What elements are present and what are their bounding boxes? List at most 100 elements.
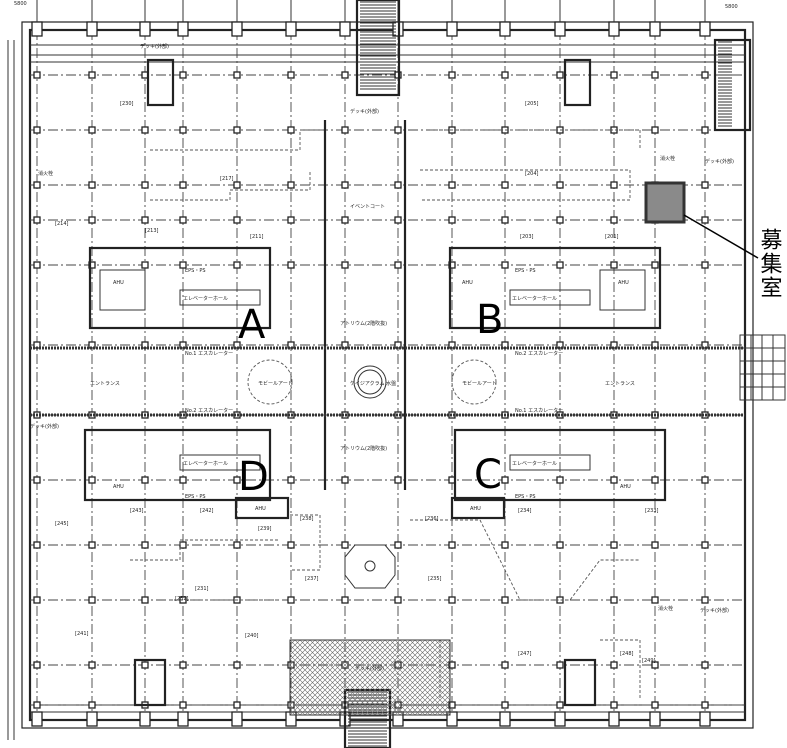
sculpture-label-east: モビールアート <box>462 380 497 387</box>
deck-label-right: デッキ(外部) <box>705 158 734 165</box>
stair-top-left <box>146 58 175 107</box>
column <box>501 701 509 709</box>
recruitment-room-annotation: 募集室 <box>757 228 783 300</box>
room-number: [230] <box>120 101 133 107</box>
room-labels: デッキ(外部) デッキ(外部) デッキ(外部) デッキ(外部) デッキ(外部) … <box>30 43 734 672</box>
column <box>33 181 41 189</box>
column <box>141 261 149 269</box>
column <box>701 596 709 604</box>
facade-pier <box>446 711 458 727</box>
column <box>141 541 149 549</box>
central-atrium <box>30 120 745 589</box>
column <box>341 596 349 604</box>
fire-hydrant-label-west: 消火栓 <box>38 170 53 177</box>
column <box>394 181 402 189</box>
column <box>88 541 96 549</box>
column <box>610 596 618 604</box>
column <box>610 661 618 669</box>
column <box>341 71 349 79</box>
room-number: [203] <box>520 234 533 240</box>
recruitment-room-highlight[interactable] <box>644 181 686 224</box>
deck-label-south: デッキ(外部) <box>355 665 384 672</box>
column <box>394 596 402 604</box>
dimension-left: 5800 <box>14 1 27 7</box>
column <box>33 261 41 269</box>
room-number: [239] <box>258 526 271 532</box>
column <box>179 216 187 224</box>
column <box>556 476 564 484</box>
column <box>501 661 509 669</box>
core-a <box>88 246 272 330</box>
column <box>179 181 187 189</box>
annotation-leader-line <box>683 214 759 259</box>
room-number: [247] <box>518 651 531 657</box>
deck-label-lower-right: デッキ(外部) <box>700 607 729 614</box>
eps-b: EPS・PS <box>515 268 536 274</box>
column <box>179 661 187 669</box>
facade-pier <box>139 21 151 37</box>
column <box>394 541 402 549</box>
room-number: [249] <box>642 658 655 664</box>
column <box>287 476 295 484</box>
column <box>556 541 564 549</box>
facade-pier <box>285 21 297 37</box>
column <box>88 596 96 604</box>
column <box>610 476 618 484</box>
facade-pier <box>86 21 98 37</box>
room-number: [233] <box>645 508 658 514</box>
room-number: [214] <box>55 221 68 227</box>
ahu-b2: AHU <box>618 280 629 286</box>
column <box>651 261 659 269</box>
column <box>448 71 456 79</box>
structural-grid <box>30 30 745 720</box>
eps-c: EPS・PS <box>515 494 536 500</box>
ahu-b: AHU <box>462 280 473 286</box>
column <box>341 476 349 484</box>
column <box>501 71 509 79</box>
room-number: [245] <box>55 521 68 527</box>
elevator-hall-b: エレベーターホール <box>512 295 557 302</box>
core-c <box>450 428 667 520</box>
column <box>233 71 241 79</box>
facade-pier <box>499 21 511 37</box>
column <box>556 261 564 269</box>
facade-pier <box>231 711 243 727</box>
room-number: [248] <box>620 651 633 657</box>
facade-pier <box>554 21 566 37</box>
room-number: [241] <box>75 631 88 637</box>
ahu-c2: AHU <box>620 484 631 490</box>
column <box>88 476 96 484</box>
room-number: [240] <box>245 633 258 639</box>
stair-top-right <box>563 58 592 107</box>
fire-hydrant-label: 消火栓 <box>660 155 675 162</box>
column <box>556 701 564 709</box>
room-number: [234] <box>518 508 531 514</box>
column <box>501 476 509 484</box>
column <box>287 596 295 604</box>
column <box>233 181 241 189</box>
column <box>179 71 187 79</box>
column <box>287 126 295 134</box>
structural-columns <box>33 71 709 709</box>
column <box>341 126 349 134</box>
room-number: [242] <box>200 508 213 514</box>
column <box>88 71 96 79</box>
column <box>651 701 659 709</box>
column <box>651 476 659 484</box>
escalator-top <box>355 0 401 97</box>
column <box>88 126 96 134</box>
room-number: [238] <box>300 516 313 522</box>
column <box>33 126 41 134</box>
core-b <box>448 246 662 330</box>
escalator-1-label-east: No.1 エスカレーター <box>515 407 563 414</box>
column <box>88 701 96 709</box>
facade-pier <box>699 711 711 727</box>
facade-pier <box>554 711 566 727</box>
column <box>33 216 41 224</box>
column <box>287 216 295 224</box>
column <box>556 181 564 189</box>
column <box>394 476 402 484</box>
column <box>651 71 659 79</box>
room-number: [235] <box>428 576 441 582</box>
